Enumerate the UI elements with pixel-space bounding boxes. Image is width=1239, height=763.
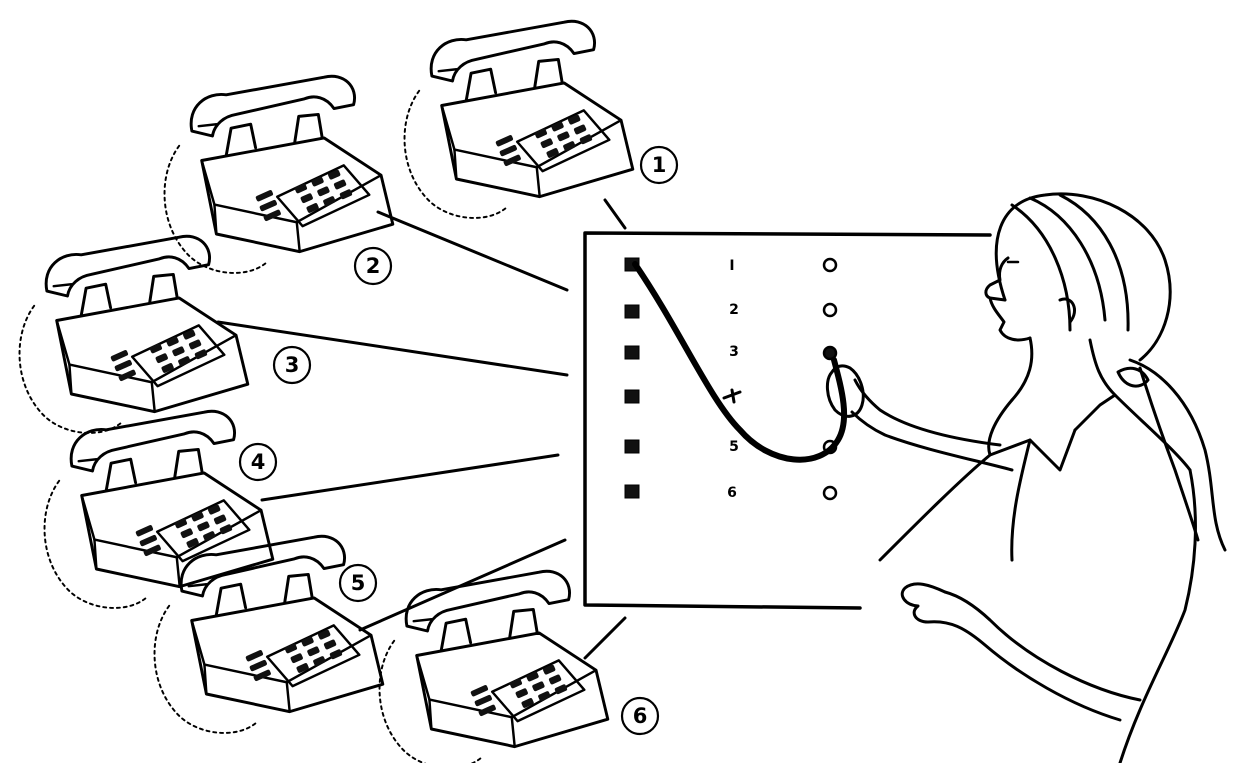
outlet-jacks	[822, 257, 838, 501]
telephone-4	[43, 409, 275, 610]
jack-3	[624, 345, 640, 360]
callout-1-label: 1	[652, 153, 667, 177]
jack-6	[624, 484, 640, 499]
jack-2	[624, 304, 640, 319]
cord-crossing	[722, 388, 742, 404]
callout-2-label: 2	[366, 254, 381, 278]
outlet-3	[822, 345, 838, 361]
callout-1: 1	[639, 145, 679, 185]
jack-5	[624, 439, 640, 454]
line-numbers: I 2 3 5 6	[727, 258, 739, 501]
callout-4: 4	[238, 442, 278, 482]
operator-woman	[826, 192, 1227, 763]
callout-6-label: 6	[633, 704, 648, 728]
callout-6: 6	[620, 696, 660, 736]
outlet-6	[822, 485, 838, 501]
callout-3: 3	[272, 345, 312, 385]
line-number-6: 6	[727, 485, 737, 501]
line-number-2: 2	[729, 302, 739, 318]
patch-cord	[632, 261, 848, 463]
outlet-2	[822, 302, 838, 318]
telephone-5	[153, 534, 385, 735]
callout-4-label: 4	[251, 450, 266, 474]
outlet-1	[822, 257, 838, 273]
jack-4	[624, 389, 640, 404]
line-number-3: 3	[729, 344, 739, 360]
telephone-3	[18, 234, 250, 435]
callout-5-label: 5	[351, 571, 366, 595]
line-number-1: I	[729, 258, 734, 274]
callout-3-label: 3	[285, 353, 300, 377]
connection-wires	[216, 198, 627, 660]
callout-2: 2	[353, 246, 393, 286]
telephone-6	[378, 569, 610, 763]
line-number-5: 5	[729, 439, 739, 455]
callout-5: 5	[338, 563, 378, 603]
telephone-2	[163, 74, 395, 275]
switchboard-panel	[583, 231, 992, 610]
line-jacks	[624, 257, 640, 499]
telephone-1	[403, 19, 635, 220]
